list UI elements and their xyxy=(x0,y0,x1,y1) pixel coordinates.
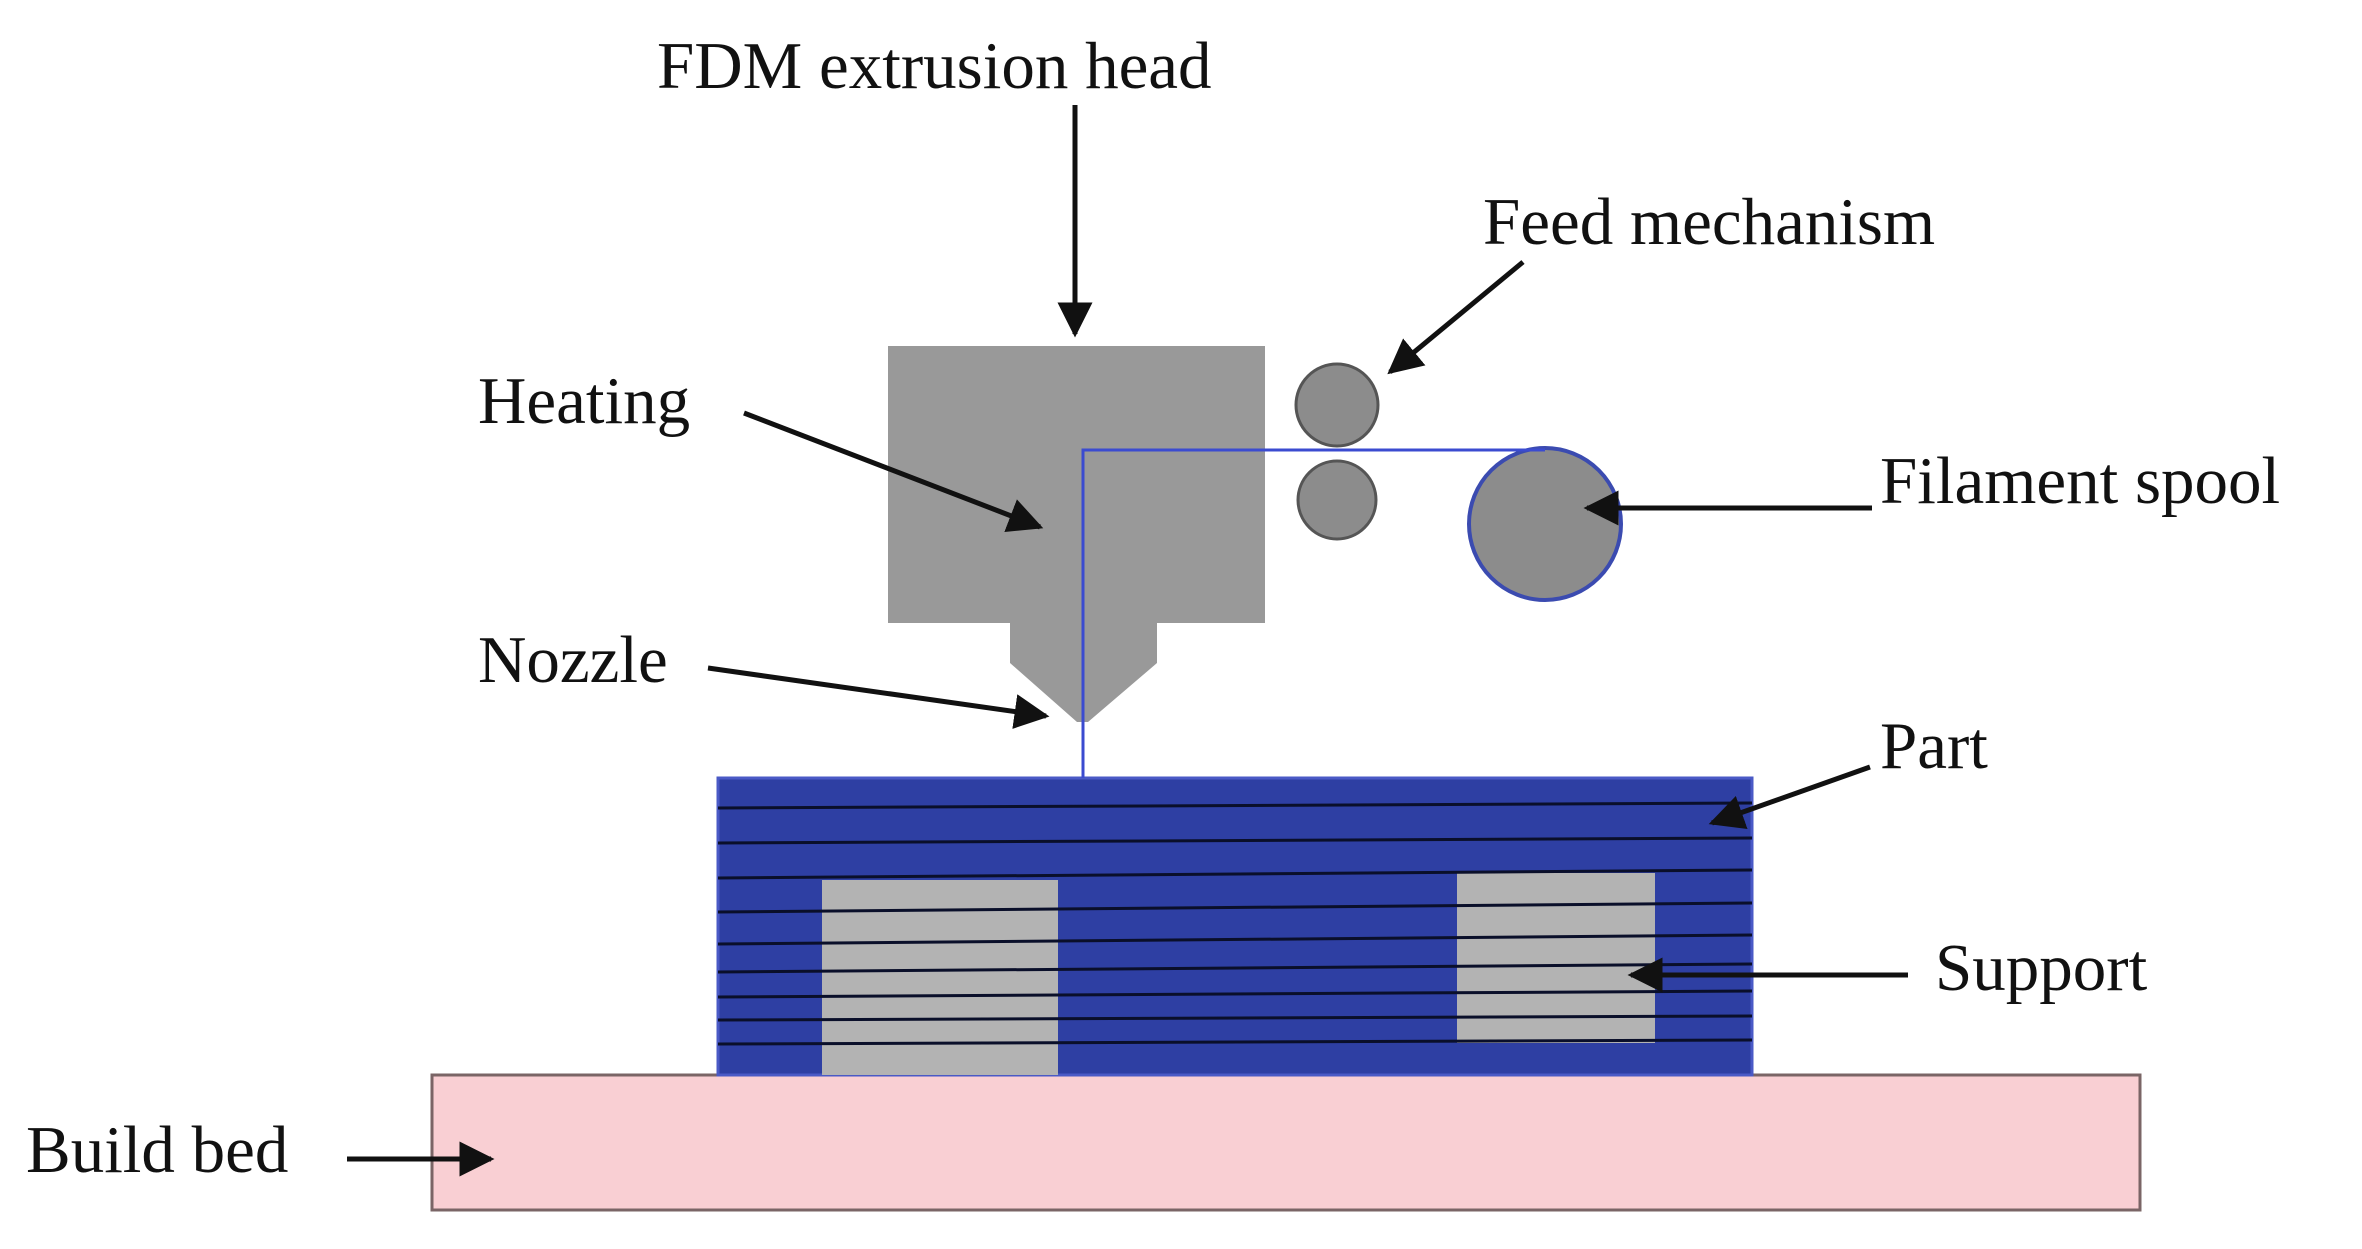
label-bed: Build bed xyxy=(26,1113,288,1187)
label-feed: Feed mechanism xyxy=(1483,185,1935,259)
part-layers xyxy=(717,801,1753,1046)
feed-roller-top xyxy=(1294,362,1380,448)
nozzle-arrow xyxy=(707,665,1050,729)
label-support: Support xyxy=(1935,931,2148,1005)
support-block-right xyxy=(1457,873,1655,1043)
build-bed xyxy=(430,1073,2142,1212)
label-nozzle: Nozzle xyxy=(478,623,668,697)
part-arrow xyxy=(1708,764,1871,829)
label-head: FDM extrusion head xyxy=(657,29,1212,103)
filament-spool xyxy=(1467,446,1623,602)
label-heating: Heating xyxy=(478,364,690,438)
feed-arrow xyxy=(1387,260,1525,375)
label-spool: Filament spool xyxy=(1880,444,2280,518)
extrusion-head xyxy=(888,346,1265,722)
filament-path xyxy=(1081,448,1545,778)
feed-roller-bottom xyxy=(1296,459,1378,541)
heating-arrow xyxy=(743,410,1044,533)
label-part: Part xyxy=(1880,709,1988,783)
